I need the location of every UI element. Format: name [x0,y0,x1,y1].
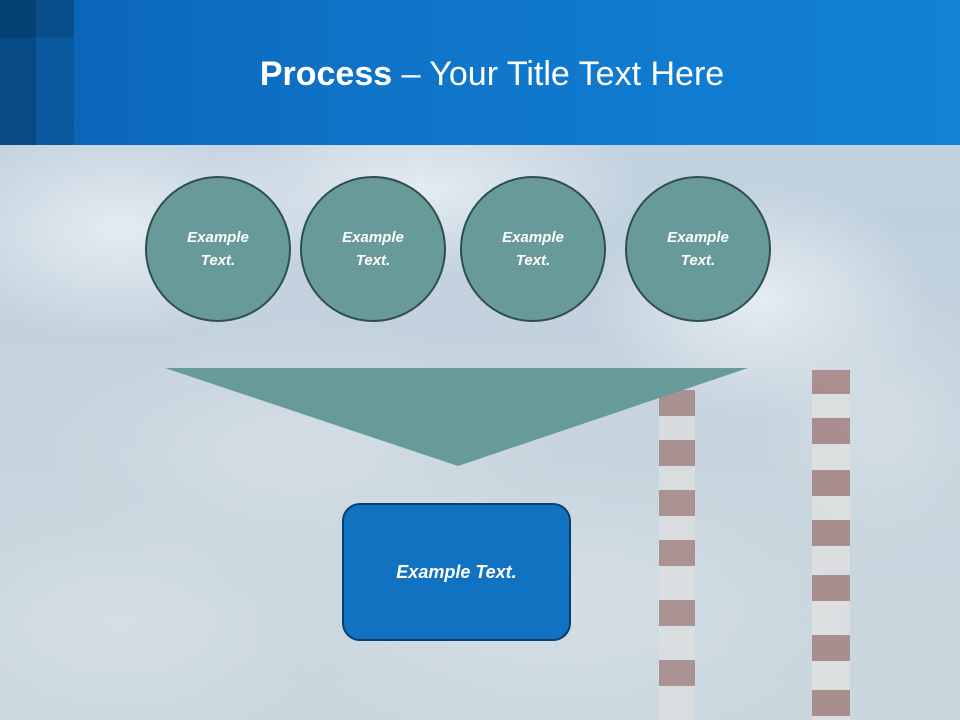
title-rest: – Your Title Text Here [392,55,725,93]
header-accent-stripe [0,0,36,145]
step-label: Example Text. [342,229,404,269]
step-circle: Example Text. [300,176,446,322]
result-label: Example Text. [396,561,517,582]
step-label: Example Text. [502,229,564,269]
header-accent-stripe [36,0,74,145]
step-circle: Example Text. [625,176,771,322]
step-label: Example Text. [187,229,249,269]
title-bold: Process [259,55,393,93]
result-box: Example Text. [342,503,571,641]
slide-title: Process – Your Title Text Here [0,50,960,98]
step-label: Example Text. [667,229,729,269]
funnel-arrow [165,368,748,466]
header-band: Process – Your Title Text Here [0,0,960,145]
step-circle: Example Text. [460,176,606,322]
step-circle: Example Text. [145,176,291,322]
